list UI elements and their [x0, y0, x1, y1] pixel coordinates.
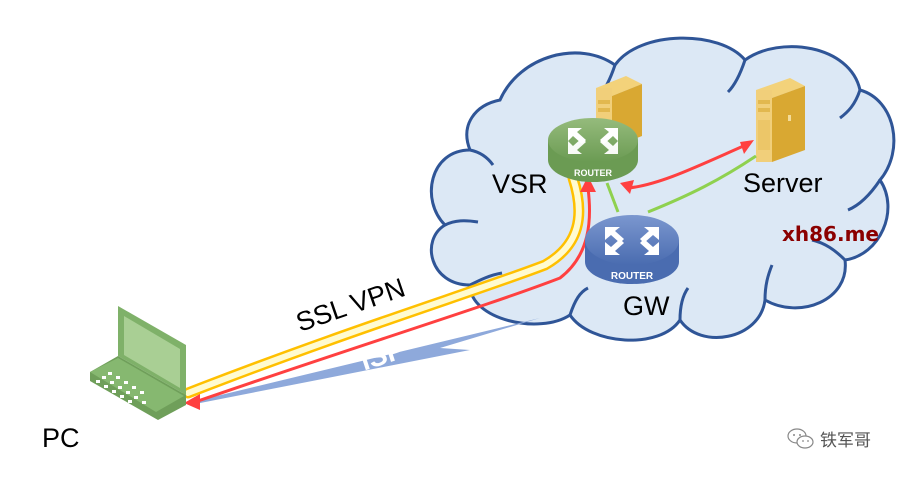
gw-device-text: ROUTER: [611, 271, 654, 282]
server-icon: [756, 78, 805, 162]
account-name: 铁军哥: [820, 431, 871, 451]
arrow-to-server: [740, 140, 754, 154]
pc-label: PC: [42, 423, 80, 453]
arrow-up-vsr: [580, 176, 596, 192]
link-gw-server: [647, 154, 757, 214]
watermark: xh86.me: [782, 222, 879, 246]
gw-label: GW: [623, 291, 670, 321]
gw-router-icon: ROUTER: [585, 215, 679, 284]
arrow-to-pc: [184, 394, 200, 410]
ssl-vpn-tunnel-inner: [185, 175, 582, 396]
traffic-server-vsr: [627, 142, 749, 190]
server-label: Server: [743, 168, 823, 198]
traffic-pc-vsr: [194, 187, 591, 404]
arrow-to-vsr: [620, 180, 634, 194]
wechat-icon: [787, 427, 814, 449]
vsr-router-icon: ROUTER: [548, 118, 638, 182]
vsr-device-text: ROUTER: [574, 168, 613, 178]
pc-laptop-icon: [90, 306, 186, 420]
footer-account: 铁军哥: [786, 426, 871, 451]
link-vsr-gw: [605, 182, 620, 213]
vsr-label: VSR: [492, 169, 548, 199]
